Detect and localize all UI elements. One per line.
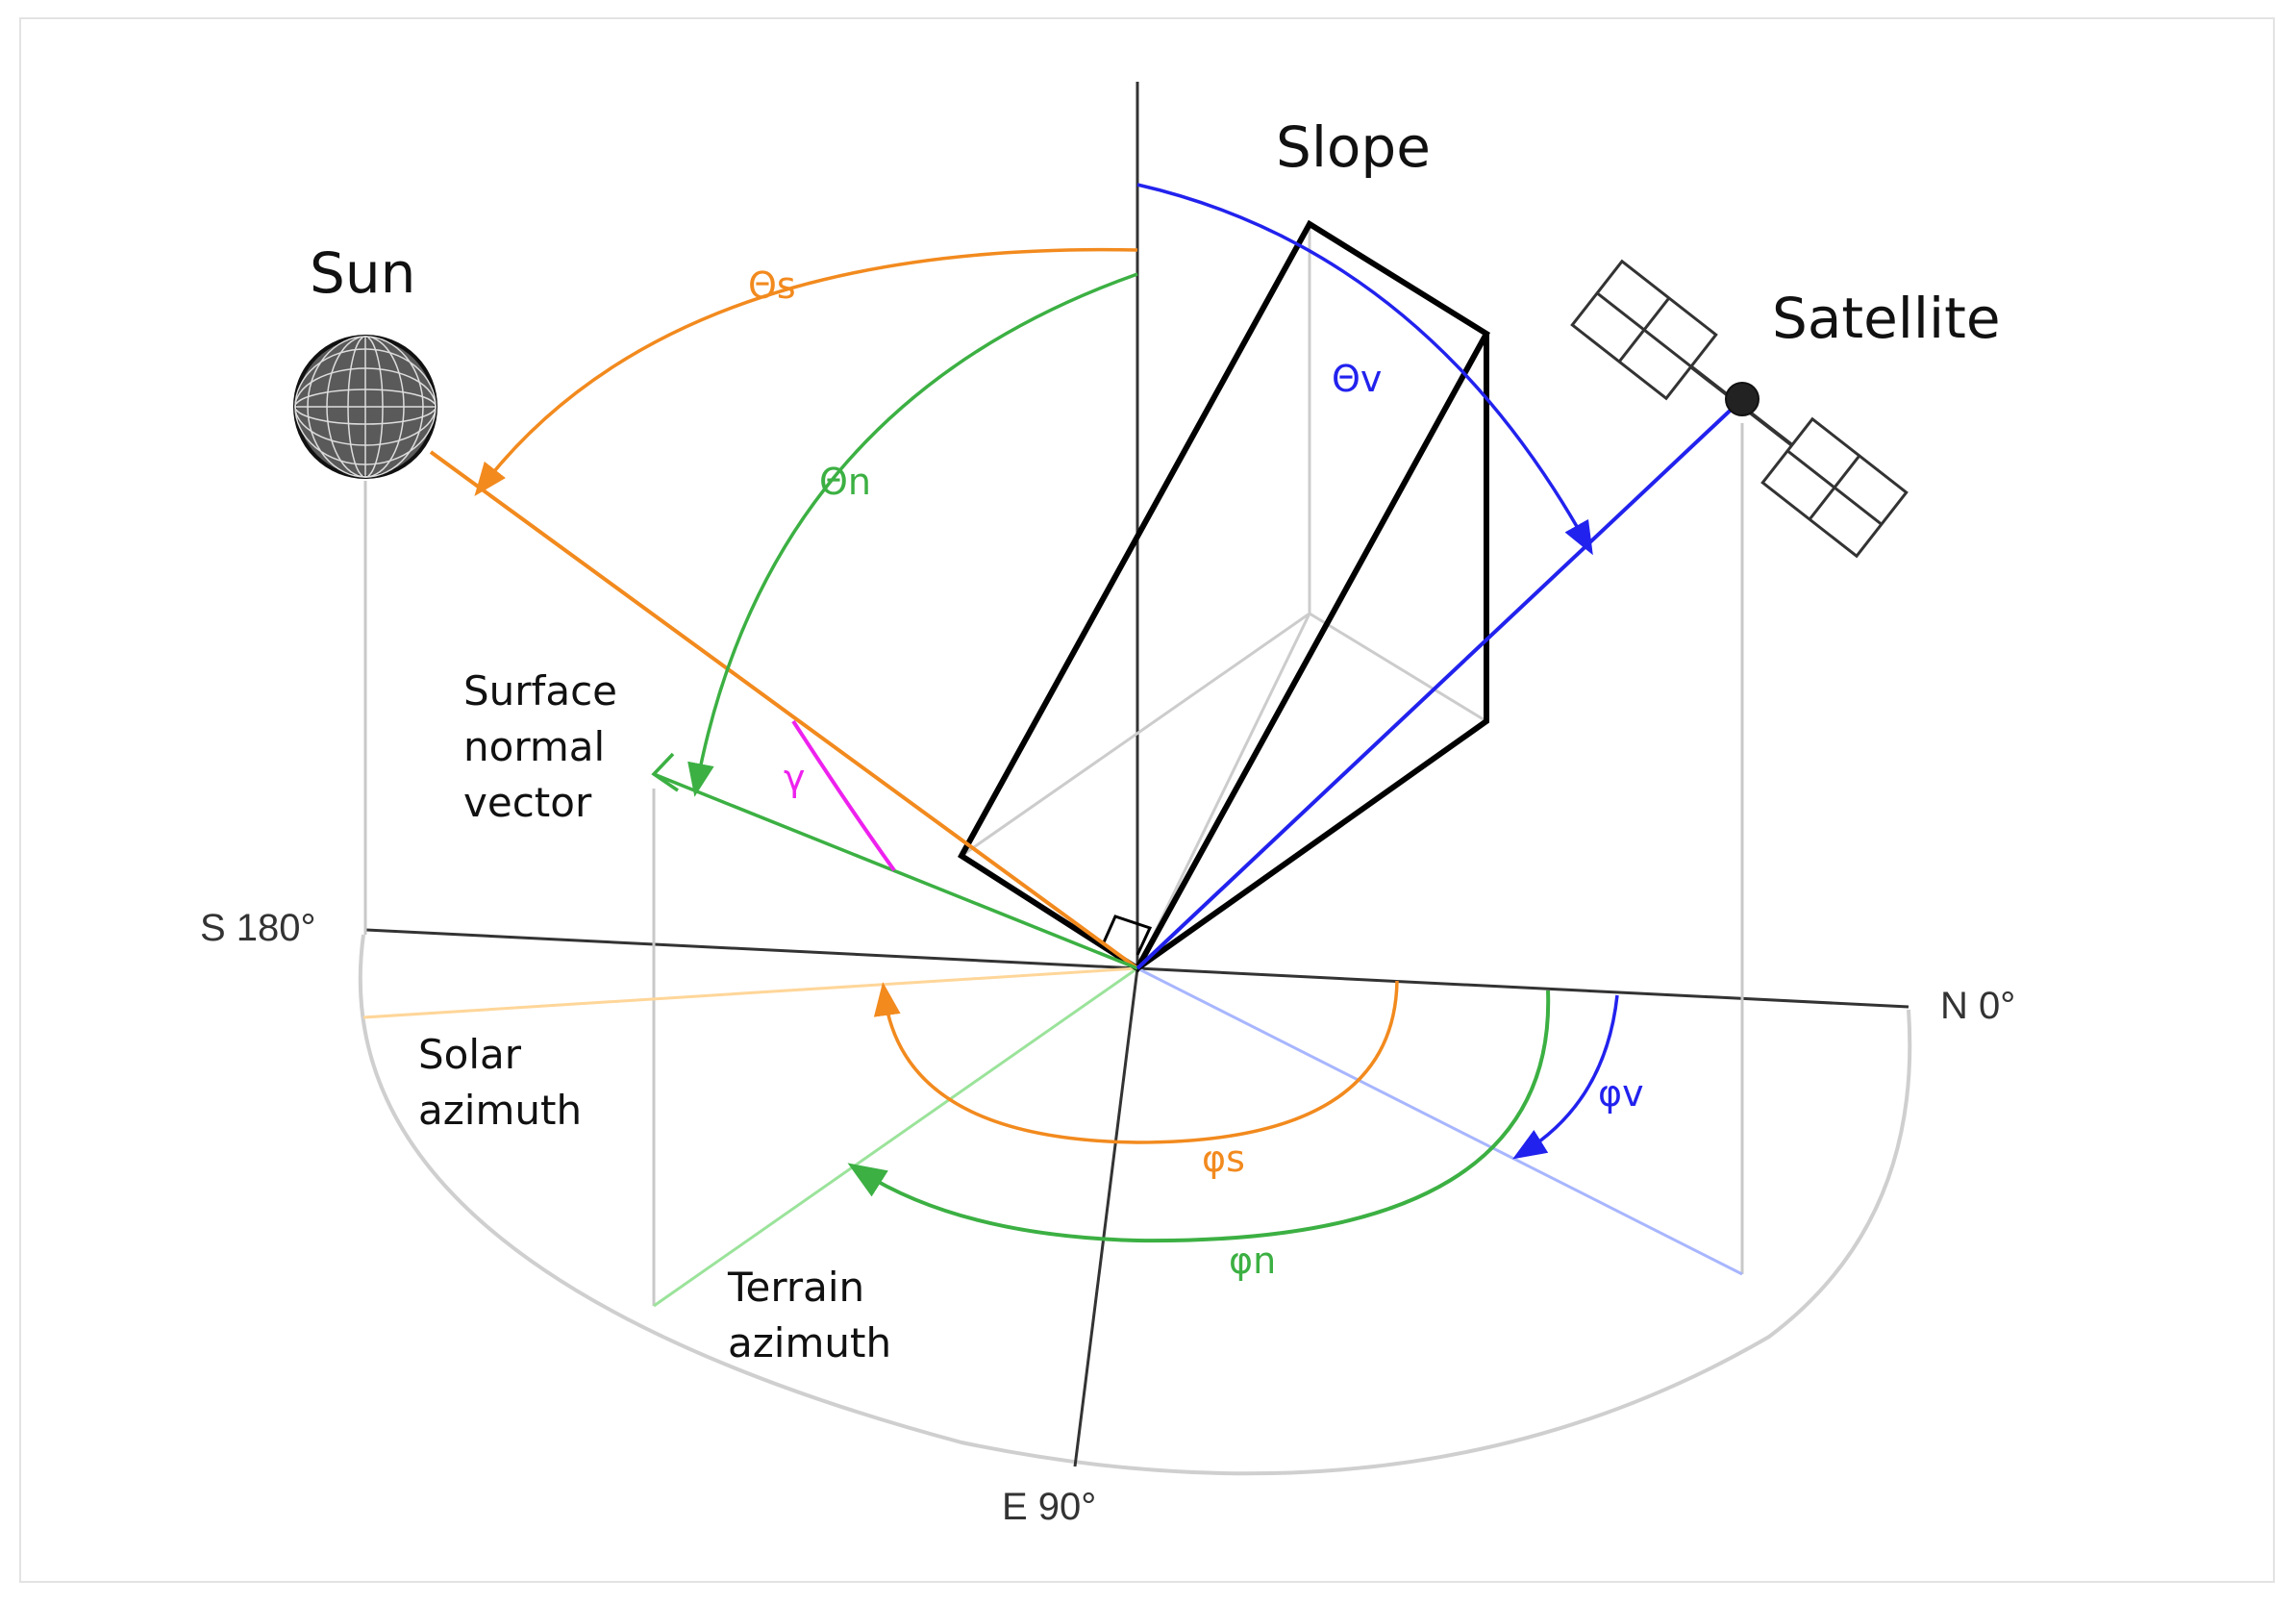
theta-v-arc — [1136, 183, 1593, 556]
theta-s-arc — [474, 247, 1138, 497]
phi-n-arc — [847, 990, 1551, 1243]
satellite-ray — [1136, 397, 1744, 970]
satellite-label: Satellite — [1772, 286, 2001, 351]
slope-side — [1136, 334, 1489, 971]
phi-s-arc — [873, 980, 1399, 1144]
slope-face — [958, 219, 1491, 973]
surface-normal-ray — [653, 772, 1138, 970]
east-axis — [1073, 967, 1139, 1467]
gamma-label: γ — [784, 757, 806, 799]
phi-n-label: φn — [1229, 1240, 1277, 1282]
sun-ray — [429, 450, 1139, 970]
solar-azimuth-label: Solar azimuth — [418, 1031, 583, 1134]
surface-normal-vector-label: Surface normal vector — [463, 667, 618, 826]
phi-v-label: φv — [1598, 1072, 1644, 1115]
slope-hidden-edges — [1136, 224, 1311, 969]
sun-label: Sun — [310, 240, 416, 306]
surface-normal-arrowhead — [651, 752, 679, 792]
solar-azimuth-projection — [362, 966, 1138, 1019]
theta-v-label: Θv — [1332, 358, 1383, 400]
theta-s-label: Θs — [748, 264, 796, 307]
satellite-icon — [1570, 259, 1909, 559]
satellite-azimuth-projection — [1136, 966, 1743, 1276]
ground-half-ellipse — [358, 934, 1912, 1476]
north-label: N 0° — [1940, 985, 2016, 1027]
right-angle-marker — [1102, 915, 1153, 956]
theta-n-label: Θn — [819, 461, 871, 503]
figure-frame — [19, 17, 2275, 1583]
slope-label: Slope — [1276, 114, 1431, 180]
gamma-arc — [791, 719, 896, 872]
sun-icon — [293, 335, 437, 479]
phi-s-label: φs — [1202, 1138, 1245, 1180]
east-label: E 90° — [1002, 1486, 1097, 1528]
terrain-azimuth-projection — [653, 966, 1138, 1308]
theta-n-arc — [687, 272, 1138, 797]
south-label: S 180° — [200, 907, 316, 949]
terrain-azimuth-label: Terrain azimuth — [728, 1264, 892, 1366]
phi-v-arc — [1512, 994, 1619, 1160]
